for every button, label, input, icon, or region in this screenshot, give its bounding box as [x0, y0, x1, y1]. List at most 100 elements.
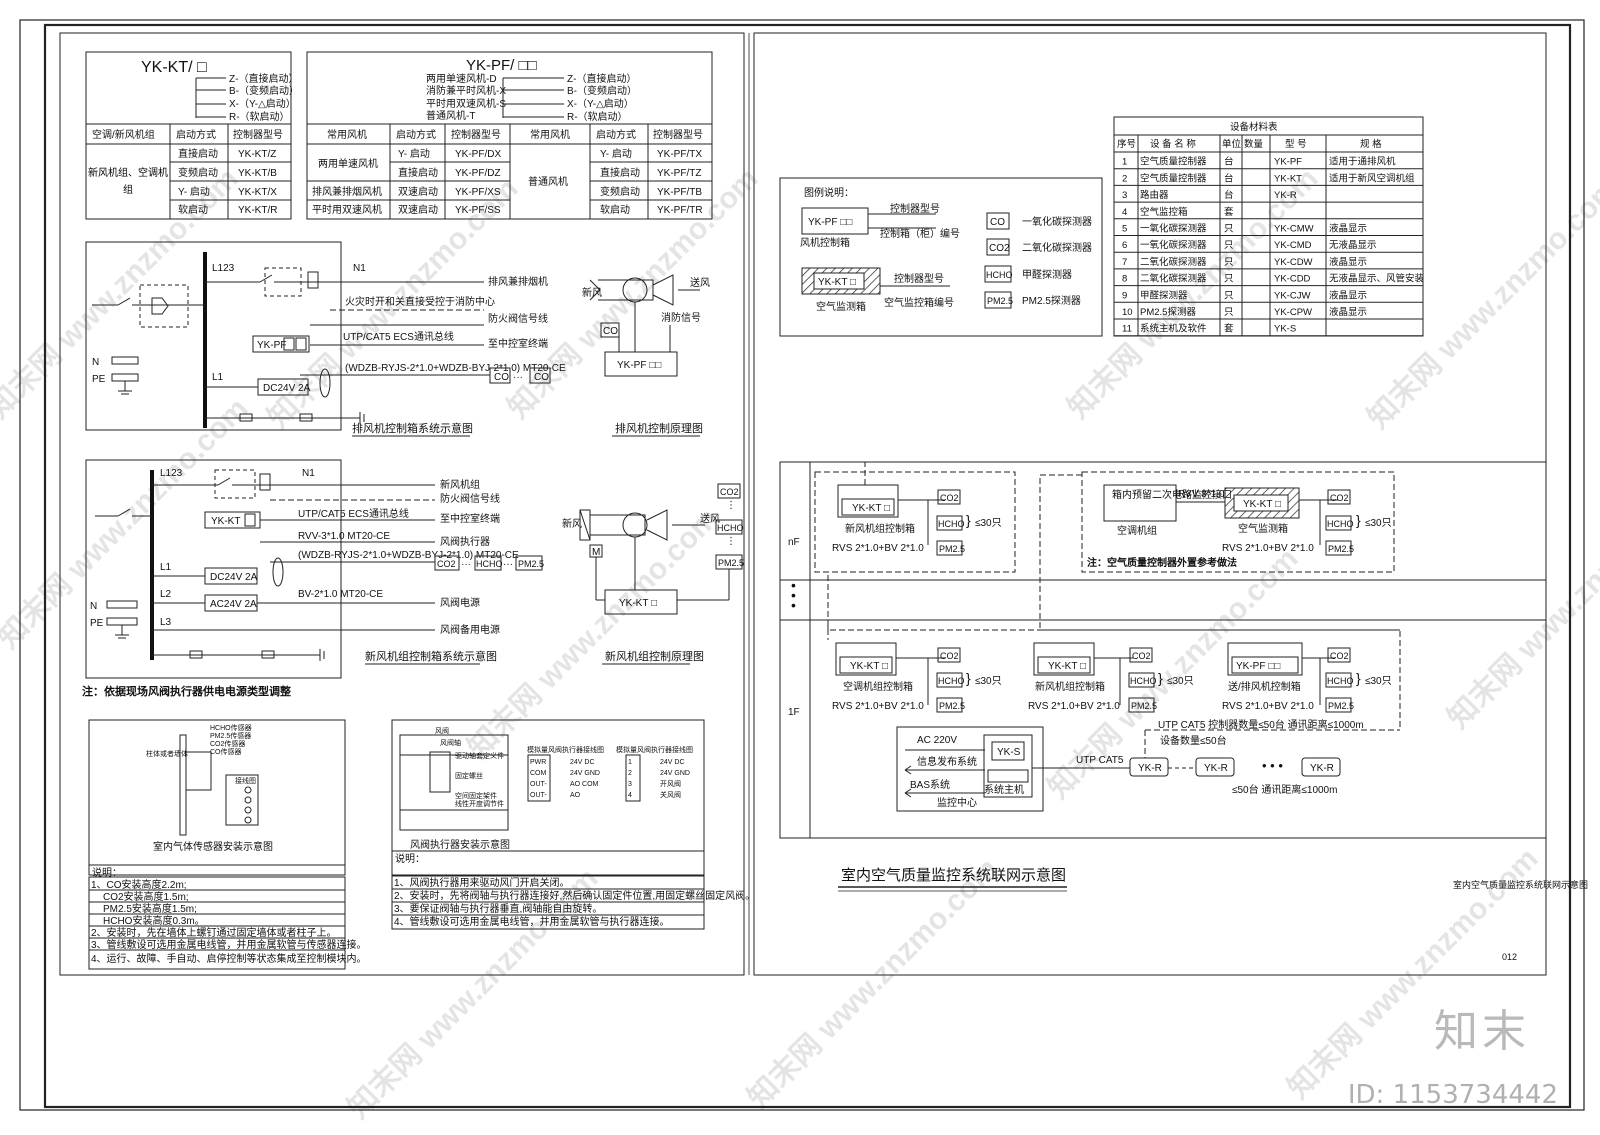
svg-text:PM2.5: PM2.5 [1328, 544, 1354, 554]
materials-cell: 一氧化碳探测器 [1140, 239, 1207, 251]
svg-text:YK-KT/Z: YK-KT/Z [238, 149, 276, 160]
materials-cell: 空气监控箱 [1140, 206, 1188, 218]
brand-logo: 知末 [1434, 1006, 1530, 1057]
svg-text:(WDZB-RYJS-2*1.0+WDZB-BYJ-2*1.: (WDZB-RYJS-2*1.0+WDZB-BYJ-2*1.0) MT20-CE [345, 363, 566, 374]
materials-cell: YK-CJW [1274, 290, 1310, 301]
svg-text:CO2安装高度1.5m;: CO2安装高度1.5m; [103, 890, 189, 903]
svg-text:HCHO传感器: HCHO传感器 [210, 723, 252, 732]
svg-text:新风: 新风 [562, 517, 582, 530]
materials-cell: 5 [1122, 224, 1127, 235]
svg-text:···: ··· [503, 559, 513, 570]
svg-text:控制器型号: 控制器型号 [894, 272, 944, 285]
svg-text:L123: L123 [160, 468, 183, 479]
svg-text:24V DC: 24V DC [660, 759, 685, 766]
svg-text:DC24V 2A: DC24V 2A [210, 572, 258, 583]
svg-text:1、CO安装高度2.2m;: 1、CO安装高度2.2m; [91, 878, 187, 891]
materials-cell: 10 [1122, 307, 1133, 318]
svg-text:开风阀: 开风阀 [660, 779, 681, 788]
svg-text:⋮: ⋮ [726, 500, 736, 511]
materials-cell: 只 [1224, 307, 1234, 318]
svg-text:PM2.5: PM2.5 [1328, 701, 1354, 711]
svg-text:YK-PF/DX: YK-PF/DX [455, 149, 501, 160]
inner-frame [43, 23, 1572, 1109]
kt-code-title: YK-KT/ □ [141, 59, 207, 76]
svg-text:型 号: 型 号 [1285, 139, 1307, 150]
svg-text:···: ··· [461, 559, 471, 570]
svg-text:2、安装时，先在墙体上螺钉通过固定墙体或者柱子上。: 2、安装时，先在墙体上螺钉通过固定墙体或者柱子上。 [91, 926, 337, 939]
materials-title: 设备材料表 [1230, 121, 1278, 133]
svg-text:送/排风机控制箱: 送/排风机控制箱 [1228, 680, 1301, 693]
svg-text:知末网 www.znzmo.com: 知末网 www.znzmo.com [1442, 472, 1600, 735]
svg-text:≤30只: ≤30只 [1365, 518, 1392, 529]
svg-text:L1: L1 [160, 562, 172, 573]
svg-text:2: 2 [628, 770, 632, 777]
materials-cell: 3 [1122, 190, 1127, 201]
svg-text:PM2.5探测器: PM2.5探测器 [1022, 294, 1081, 307]
svg-text:二氧化碳探测器: 二氧化碳探测器 [1022, 241, 1092, 254]
materials-cell: 只 [1224, 290, 1234, 301]
svg-text:至中控室终端: 至中控室终端 [440, 512, 500, 525]
svg-text:PM2.5: PM2.5 [939, 544, 965, 554]
svg-text:知末网 www.znzmo.com: 知末网 www.znzmo.com [462, 502, 725, 765]
svg-text:模拟量风阀执行器接线图: 模拟量风阀执行器接线图 [527, 745, 604, 754]
materials-cell: 7 [1122, 257, 1127, 268]
svg-text:软启动: 软启动 [600, 203, 630, 216]
svg-text:3、要保证阀轴与执行器垂直,阀轴能自由旋转。: 3、要保证阀轴与执行器垂直,阀轴能自由旋转。 [394, 902, 602, 915]
svg-text:一氧化碳探测器: 一氧化碳探测器 [1022, 215, 1092, 228]
kt-code-block: YK-KT/ □ Z-（直接启动） B-（变频启动） X-（Y-△启动） R-（… [85, 51, 299, 220]
svg-text:Y- 启动: Y- 启动 [178, 185, 210, 198]
svg-text:控制器型号: 控制器型号 [233, 128, 283, 141]
svg-text:YK-R: YK-R [1138, 763, 1162, 774]
svg-text:CO: CO [990, 217, 1005, 228]
svg-text:R-（软启动）: R-（软启动） [229, 110, 290, 123]
svg-text:HCHO安装高度0.3m。: HCHO安装高度0.3m。 [103, 914, 205, 927]
svg-text:CO: CO [534, 372, 549, 383]
svg-text:RVS 2*1.0+BV 2*1.0: RVS 2*1.0+BV 2*1.0 [1028, 701, 1120, 712]
svg-text:说明：: 说明： [92, 866, 122, 879]
svg-text:直接启动: 直接启动 [178, 147, 218, 160]
svg-text:3、管线敷设可选用金属电线管，并用金属软管与传感器连接。: 3、管线敷设可选用金属电线管，并用金属软管与传感器连接。 [91, 938, 367, 951]
materials-cell: 路由器 [1140, 189, 1169, 201]
svg-text:≤30只: ≤30只 [1365, 676, 1392, 687]
svg-text:风阀执行器安装示意图: 风阀执行器安装示意图 [410, 838, 510, 851]
svg-text:PWR: PWR [530, 759, 546, 766]
svg-text:Z-（直接启动）: Z-（直接启动） [229, 72, 298, 85]
svg-text:设备数量≤50台: 设备数量≤50台 [1160, 734, 1227, 747]
svg-text:≤30只: ≤30只 [975, 518, 1002, 529]
svg-text:•: • [791, 597, 796, 613]
svg-text:PM2.5传感器: PM2.5传感器 [210, 731, 251, 740]
svg-text:CO2: CO2 [437, 559, 456, 569]
svg-text:线性开度调节件: 线性开度调节件 [455, 799, 504, 808]
materials-cell: 空气质量控制器 [1140, 156, 1207, 168]
svg-text:固定螺丝: 固定螺丝 [455, 771, 483, 780]
svg-text:HCHO: HCHO [717, 523, 744, 533]
exhaust-principle-diagram: 新风 送风 CO 消防信号 YK-PF □□ 排风机控制原理图 [582, 274, 710, 437]
svg-text:24V GND: 24V GND [570, 770, 600, 777]
svg-text:空调机组控制箱: 空调机组控制箱 [843, 680, 913, 693]
materials-cell: YK-CMD [1274, 240, 1312, 251]
svg-text:YK-KT □: YK-KT □ [818, 277, 856, 288]
materials-cell: 台 [1224, 156, 1234, 168]
svg-text:变频启动: 变频启动 [178, 166, 218, 179]
damper-install-notes: 1、风阀执行器用来驱动风门开启关闭。 2、安装时，先将阀轴与执行器连接好,然后确… [391, 875, 755, 930]
materials-cell: 套 [1224, 206, 1234, 218]
svg-text:···: ··· [513, 372, 523, 383]
materials-cell: 液晶显示 [1329, 256, 1367, 268]
svg-text:N: N [90, 601, 97, 612]
svg-text:空调机组: 空调机组 [1117, 524, 1157, 537]
svg-text:新风: 新风 [582, 286, 602, 299]
svg-text:规 格: 规 格 [1360, 138, 1382, 150]
svg-text:HCHO: HCHO [1327, 519, 1354, 529]
svg-text:PE: PE [92, 374, 106, 385]
network-title: 室内空气质量监控系统联网示意图 [841, 866, 1066, 884]
svg-text:常用风机: 常用风机 [530, 128, 570, 141]
svg-text:CO: CO [494, 372, 509, 383]
materials-cell: 8 [1122, 274, 1127, 285]
svg-text:N1: N1 [353, 263, 366, 274]
pf-code-block: YK-PF/ □□ 两用单速风机-D 消防兼平时风机-X 平时用双速风机-S 普… [306, 51, 713, 220]
svg-text:火灾时开和关直接受控于消防中心: 火灾时开和关直接受控于消防中心 [345, 295, 495, 308]
svg-text:新风机组控制箱系统示意图: 新风机组控制箱系统示意图 [365, 649, 497, 663]
svg-text:常用风机: 常用风机 [327, 128, 367, 141]
svg-text:关风阀: 关风阀 [660, 790, 681, 799]
svg-text:两用单速风机-D: 两用单速风机-D [426, 72, 497, 85]
